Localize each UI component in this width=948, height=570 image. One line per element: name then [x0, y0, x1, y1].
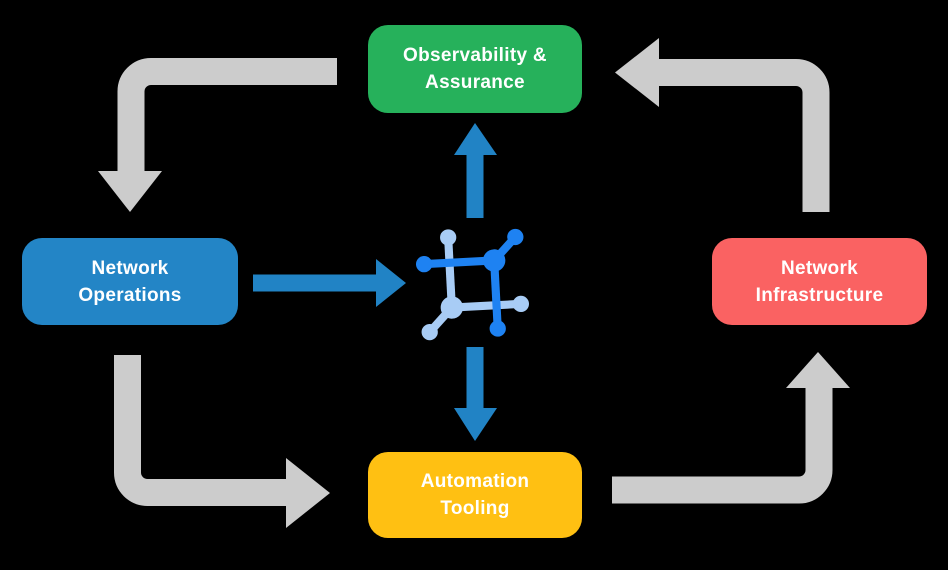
- node-label-line2: Assurance: [425, 72, 525, 93]
- node-label-line1: Observability &: [403, 45, 547, 66]
- arrow-hub-to-automation: [454, 347, 497, 441]
- node-observability-assurance: Observability & Assurance: [368, 25, 582, 113]
- node-label-line2: Tooling: [440, 498, 510, 519]
- arrow-observability-to-operations: [98, 58, 337, 212]
- node-network-operations: Network Operations: [22, 238, 238, 325]
- node-label-line2: Infrastructure: [755, 284, 884, 306]
- arrow-operations-to-automation: [114, 355, 330, 528]
- arrow-automation-to-infrastructure: [612, 352, 850, 504]
- arrow-operations-to-hub: [253, 259, 406, 307]
- node-label: Automation Tooling: [421, 468, 530, 522]
- arrow-hub-to-observability: [454, 123, 497, 218]
- node-label-line2: Operations: [78, 284, 182, 306]
- hub-icon-light-dots: [421, 229, 530, 341]
- arrow-infrastructure-to-observability: [615, 38, 830, 212]
- node-label-line1: Network: [91, 257, 169, 279]
- node-label: Observability & Assurance: [403, 42, 547, 96]
- node-label-line1: Network: [780, 257, 859, 279]
- hub-icon-dark-dots: [415, 228, 524, 337]
- node-network-infrastructure: Network Infrastructure: [712, 238, 927, 325]
- node-label: Network Infrastructure: [756, 255, 884, 309]
- network-hub-icon: [415, 228, 530, 341]
- node-label: Network Operations: [78, 255, 181, 309]
- node-automation-tooling: Automation Tooling: [368, 452, 582, 538]
- node-label-line1: Automation: [420, 471, 530, 492]
